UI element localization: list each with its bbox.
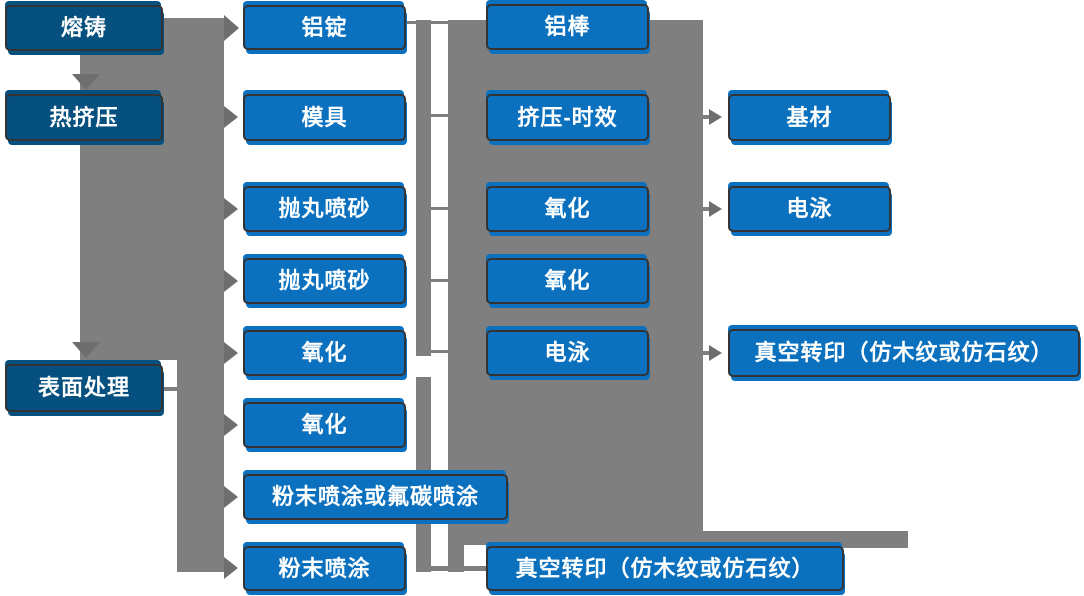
flow-node-shot-blasting-2: 抛丸喷砂: [243, 258, 406, 304]
flow-node-label: 粉末喷涂或氟碳喷涂: [271, 484, 479, 509]
flow-node-surface-treatment: 表面处理: [5, 364, 163, 412]
arrow-icon-arrow-to-shot-blasting-2: [224, 270, 238, 292]
arrow-icon-arrow-to-oxidation-2: [224, 414, 238, 436]
flow-node-label: 真空转印（仿木纹或仿石纹）: [515, 555, 815, 581]
connector-rung-blasting-row-1: [431, 207, 448, 210]
flow-node-label: 抛丸喷砂: [278, 268, 371, 293]
flow-node-mold: 模具: [243, 94, 406, 141]
connector-left-gray-band: [80, 18, 224, 360]
connector-bottom-gray-band: [703, 531, 908, 548]
arrow-icon-arrow-to-electrophoresis-2: [709, 201, 722, 217]
flow-node-oxidation-4: 氧化: [486, 258, 649, 304]
flow-node-electrophoresis-2: 电泳: [728, 186, 891, 232]
flow-node-oxidation-3: 氧化: [486, 186, 649, 232]
flow-node-melting-casting: 熔铸: [5, 5, 163, 51]
flow-node-label: 模具: [301, 104, 348, 130]
flow-node-label: 抛丸喷砂: [278, 196, 371, 221]
arrow-icon-arrow-to-mold: [224, 106, 238, 128]
flow-node-label: 氧化: [301, 340, 348, 365]
flow-node-base-material: 基材: [728, 94, 891, 141]
arrow-icon-arrow-to-vacuum-right: [709, 345, 722, 361]
flow-node-electrophoresis-1: 电泳: [486, 330, 649, 376]
flow-node-extrusion-aging: 挤压-时效: [486, 94, 649, 141]
flow-node-label: 电泳: [786, 196, 833, 221]
connector-rung-mold-row: [431, 114, 448, 117]
connector-rung-oxidation-row: [431, 350, 448, 353]
arrow-icon-arrow-to-aluminum-ingot: [224, 15, 239, 41]
arrow-icon-arrow-to-powder-fluoro: [224, 486, 238, 508]
arrow-icon-arrow-to-shot-blasting-1: [224, 198, 238, 220]
connector-surface-treatment-link: [163, 387, 178, 391]
flow-node-label: 表面处理: [37, 375, 130, 400]
connector-rung-aluminum-ingot: [406, 21, 448, 24]
flow-node-label: 热挤压: [49, 104, 119, 130]
connector-ladder-bar-right-lower: [448, 543, 464, 572]
connector-stub-to-electrophoresis-2: [703, 207, 711, 211]
flow-node-label: 氧化: [301, 412, 348, 437]
arrow-icon-arrow-to-powder-spray: [224, 557, 238, 579]
arrow-icon-arrow-to-oxidation-1: [224, 342, 238, 364]
flow-node-label: 铝锭: [301, 14, 348, 40]
flow-node-label: 铝棒: [544, 14, 591, 39]
arrow-icon-arrow-down-hot-extrusion: [72, 74, 100, 90]
flow-node-label: 挤压-时效: [517, 104, 618, 130]
connector-stub-to-vacuum-right: [703, 351, 711, 355]
flow-node-label: 粉末喷涂: [278, 555, 371, 581]
arrow-icon-arrow-to-base-material: [709, 109, 722, 125]
flow-node-label: 基材: [786, 104, 833, 130]
flow-node-label: 真空转印（仿木纹或仿石纹）: [754, 340, 1054, 365]
connector-stub-to-base-material: [703, 115, 711, 119]
flow-node-powder-spray: 粉末喷涂: [243, 546, 406, 591]
flow-node-label: 氧化: [544, 196, 591, 221]
flow-node-oxidation-1: 氧化: [243, 330, 406, 376]
flow-node-label: 氧化: [544, 268, 591, 293]
flow-node-shot-blasting-1: 抛丸喷砂: [243, 186, 406, 232]
flow-node-vacuum-transfer-print-bottom: 真空转印（仿木纹或仿石纹）: [486, 546, 844, 591]
flow-node-hot-extrusion: 热挤压: [5, 94, 163, 141]
arrow-icon-arrow-down-surface-treat: [72, 342, 100, 358]
flow-node-label: 熔铸: [60, 15, 107, 40]
connector-ladder-bar-upper: [416, 20, 431, 356]
flow-node-vacuum-transfer-print-right: 真空转印（仿木纹或仿石纹）: [728, 329, 1080, 377]
flow-node-aluminum-rod: 铝棒: [486, 4, 649, 50]
flow-node-oxidation-2: 氧化: [243, 402, 406, 448]
connector-rung-blasting-row-2: [431, 279, 448, 282]
flow-node-aluminum-ingot: 铝锭: [243, 5, 406, 50]
flow-node-powder-or-fluorocarbon-spray: 粉末喷涂或氟碳喷涂: [243, 474, 508, 520]
flow-node-label: 电泳: [544, 340, 591, 365]
connector-left-trunk-lower: [177, 358, 224, 572]
